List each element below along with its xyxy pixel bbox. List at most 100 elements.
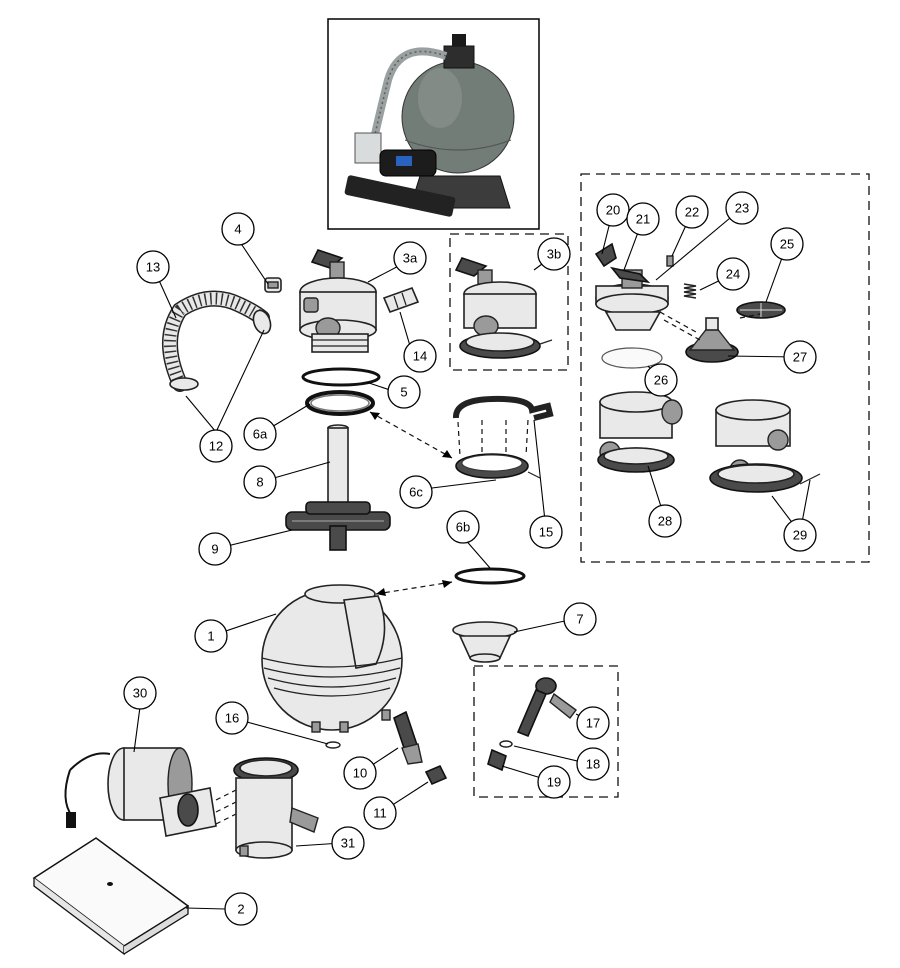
callout-1: 1 (194, 619, 228, 653)
callout-5: 5 (387, 375, 421, 409)
callout-20: 20 (596, 193, 630, 227)
oring-part-18 (499, 740, 513, 748)
valve-part-3a (299, 249, 377, 353)
svg-text:24: 24 (726, 267, 740, 282)
screw-part-22 (666, 255, 674, 267)
svg-text:31: 31 (341, 836, 355, 851)
group-box-drain (473, 665, 619, 798)
callout-7: 7 (563, 602, 597, 636)
callout-30: 30 (123, 676, 157, 710)
callout-15: 15 (529, 515, 563, 549)
spring-part-24 (683, 283, 697, 299)
oring-part-6b (454, 567, 526, 585)
svg-text:18: 18 (586, 757, 600, 772)
svg-text:5: 5 (400, 385, 407, 400)
svg-text:21: 21 (636, 212, 650, 227)
oring-part-16 (325, 741, 341, 749)
svg-text:27: 27 (793, 350, 807, 365)
callout-11: 11 (363, 796, 397, 830)
svg-text:19: 19 (547, 775, 561, 790)
svg-text:11: 11 (373, 806, 387, 821)
svg-text:6a: 6a (253, 427, 268, 442)
svg-text:28: 28 (658, 514, 672, 529)
base-pad-part-2 (32, 837, 190, 956)
callout-6c: 6c (399, 475, 433, 509)
callout-10: 10 (343, 756, 377, 790)
svg-text:16: 16 (225, 711, 239, 726)
svg-text:7: 7 (576, 612, 583, 627)
callout-18: 18 (576, 747, 610, 781)
svg-text:4: 4 (234, 222, 241, 237)
tank-part-1 (261, 584, 403, 733)
callout-31: 31 (331, 826, 365, 860)
svg-text:20: 20 (606, 203, 620, 218)
callout-23: 23 (725, 191, 759, 225)
callout-19: 19 (537, 765, 571, 799)
basket-part-7 (452, 621, 518, 663)
callout-27: 27 (783, 340, 817, 374)
callout-9: 9 (198, 532, 232, 566)
callout-26: 26 (644, 363, 678, 397)
cap-part-4 (264, 277, 282, 293)
valve-cover-part-23 (594, 242, 669, 331)
connection-arrow-tank-6b (375, 580, 453, 596)
svg-text:26: 26 (654, 373, 668, 388)
svg-text:30: 30 (133, 686, 147, 701)
callout-13: 13 (136, 250, 170, 284)
svg-text:3a: 3a (403, 251, 418, 266)
callout-6b: 6b (446, 510, 480, 544)
svg-text:8: 8 (256, 475, 263, 490)
callout-2: 2 (224, 892, 258, 926)
product-photo (327, 18, 540, 230)
diverter-part-27 (685, 317, 739, 363)
handle-part-15 (453, 395, 554, 457)
dash-connectors-valve (659, 311, 761, 341)
callout-28: 28 (648, 504, 682, 538)
callout-24: 24 (716, 257, 750, 291)
svg-text:13: 13 (146, 260, 160, 275)
callout-25: 25 (770, 227, 804, 261)
hose-part-13 (162, 290, 272, 392)
cap-part-19 (487, 748, 507, 772)
fitting-part-10 (393, 710, 423, 765)
connection-arrow-6a-6c (369, 411, 453, 459)
valve-body-part-28 (597, 391, 683, 473)
callout-8: 8 (243, 465, 277, 499)
svg-text:29: 29 (793, 528, 807, 543)
svg-text:9: 9 (211, 542, 218, 557)
clamp-part-6c (455, 453, 541, 479)
svg-text:6b: 6b (456, 520, 470, 535)
callout-3a: 3a (393, 241, 427, 275)
callout-3b: 3b (537, 237, 571, 271)
clamp-part-6a (305, 390, 375, 416)
callout-14: 14 (403, 339, 437, 373)
svg-text:6c: 6c (409, 485, 423, 500)
svg-text:25: 25 (780, 237, 794, 252)
svg-text:14: 14 (413, 349, 427, 364)
svg-text:17: 17 (586, 716, 600, 731)
callout-6a: 6a (243, 417, 277, 451)
fitting-part-14 (382, 286, 420, 314)
cap-part-11 (424, 764, 448, 786)
svg-text:15: 15 (539, 525, 553, 540)
callout-4: 4 (221, 212, 255, 246)
callout-12: 12 (199, 429, 233, 463)
callout-22: 22 (675, 195, 709, 229)
callout-17: 17 (576, 706, 610, 740)
svg-text:3b: 3b (547, 247, 561, 262)
callout-21: 21 (626, 202, 660, 236)
callout-29: 29 (783, 518, 817, 552)
svg-text:2: 2 (237, 902, 244, 917)
gasket-part-25 (736, 301, 786, 319)
valve-part-3b (454, 257, 553, 359)
group-box-3b (449, 233, 569, 371)
oring-part-5 (301, 367, 381, 387)
svg-text:1: 1 (207, 629, 214, 644)
svg-text:10: 10 (353, 766, 367, 781)
valve-body-part-29 (709, 399, 821, 493)
strainer-part-31 (233, 757, 319, 859)
pump-motor-part-30 (64, 747, 237, 837)
group-box-valve-parts (580, 173, 870, 563)
callouts: 1 2 3a 3b 4 5 6a 6b 6c 7 8 9 10 11 12 13… (123, 191, 817, 926)
